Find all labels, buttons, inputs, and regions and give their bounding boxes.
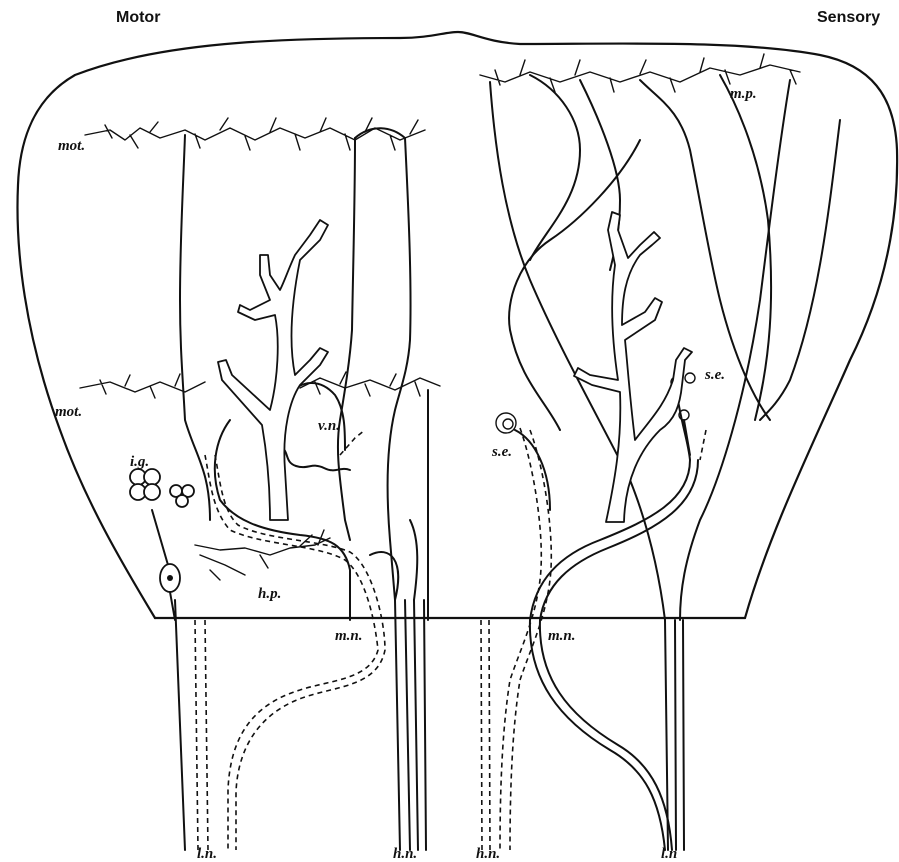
motor-loop-2 [290, 383, 345, 450]
label-hn-left: h.n. [393, 846, 417, 862]
motor-fibre-2 [338, 138, 355, 540]
sensory-fibre-7 [760, 120, 840, 420]
sensory-dashed-5 [700, 430, 706, 460]
heading-sensory: Sensory [817, 9, 880, 26]
label-mp: m.p. [730, 86, 757, 102]
sensory-dashed-4 [481, 620, 482, 850]
sensory-side [480, 54, 840, 850]
sensory-fibre-5 [720, 75, 771, 420]
motor-dashed-2 [215, 455, 385, 850]
heading-motor: Motor [116, 9, 160, 26]
label-hp: h.p. [258, 586, 281, 602]
label-se-right: s.e. [704, 367, 725, 383]
motor-dashed-1 [205, 455, 378, 850]
vessel-motor [218, 220, 328, 520]
interstitial-cells [130, 469, 194, 507]
hn-trunk-left-4 [424, 600, 426, 850]
hn-trunk-left-2 [405, 600, 410, 850]
hn-trunk-left-3 [414, 600, 418, 850]
sensory-dashed-3 [489, 620, 490, 850]
label-ig: i.g. [130, 454, 149, 470]
ln-trunk-right-3 [683, 620, 684, 850]
ln-trunk-left [175, 600, 185, 850]
motor-dashed-4 [205, 620, 208, 850]
ln-trunk-right-2 [675, 620, 676, 850]
hn-trunk-left-1 [395, 600, 400, 850]
sensory-fibre-2 [530, 75, 580, 260]
label-ln-right: l.n [661, 846, 677, 862]
vessel-sensory [574, 212, 692, 522]
label-hn-right: h.n. [476, 846, 500, 862]
motor-dashed-3 [195, 620, 198, 850]
motor-fibre-1 [180, 135, 210, 520]
label-mn-right: m.n. [548, 628, 576, 644]
body-outline [17, 32, 897, 618]
mot-lower-endings [80, 372, 440, 398]
label-ln-left: l.n. [197, 846, 217, 862]
sensory-ending-left [496, 413, 550, 510]
motor-side [80, 118, 440, 850]
label-mot-lower: mot. [55, 404, 82, 420]
label-vn: v.n. [318, 418, 340, 434]
label-mn-left: m.n. [335, 628, 363, 644]
label-se-left: s.e. [491, 444, 512, 460]
mot-upper-endings [85, 118, 425, 150]
hp-plexus [195, 530, 330, 580]
motor-fibre-3 [388, 138, 411, 600]
sensory-dashed-2 [500, 428, 541, 850]
label-mot-upper: mot. [58, 138, 85, 154]
